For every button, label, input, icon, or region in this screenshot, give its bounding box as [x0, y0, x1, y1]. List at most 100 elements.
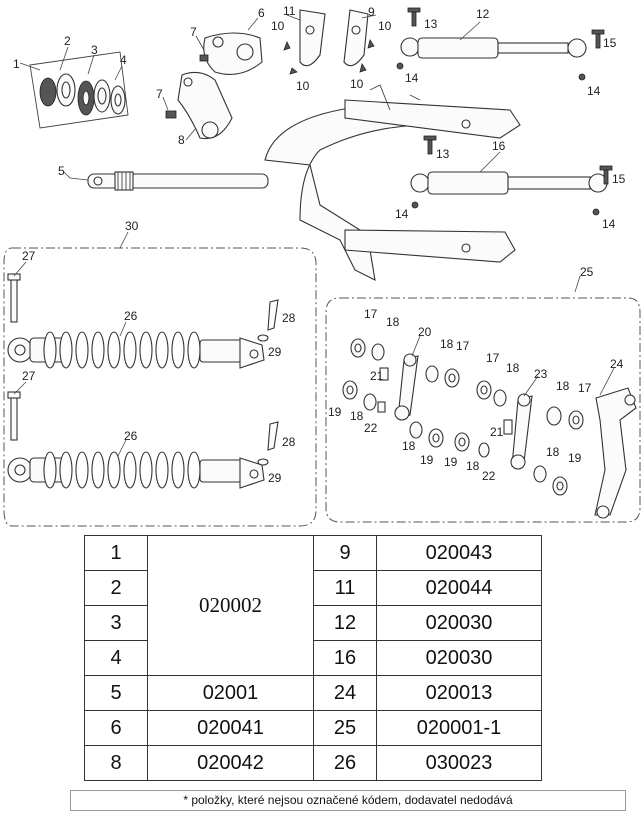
steering-stem — [87, 171, 269, 191]
callout: 13 — [436, 147, 450, 161]
kit-30-hardware — [7, 273, 279, 466]
callout: 10 — [378, 19, 392, 33]
callout: 20 — [418, 325, 432, 339]
middle-shock — [410, 171, 608, 216]
callout: 29 — [268, 345, 282, 359]
callout: 14 — [587, 84, 601, 98]
callout: 28 — [282, 435, 296, 449]
callout: 28 — [282, 311, 296, 325]
callout: 5 — [58, 164, 65, 178]
callout: 15 — [612, 172, 626, 186]
top-shock — [396, 37, 587, 81]
callout: 10 — [350, 77, 364, 91]
small-plates — [299, 9, 369, 67]
callout: 18 — [440, 337, 454, 351]
callout: 19 — [328, 405, 342, 419]
part-number: 5 — [84, 675, 148, 711]
rear-shock-lower — [7, 451, 265, 489]
callout: 17 — [578, 381, 592, 395]
fork — [264, 84, 521, 281]
callout: 22 — [364, 421, 378, 435]
callout: 14 — [405, 71, 419, 85]
part-code: 020030 — [376, 640, 542, 676]
part-code: 020002 — [147, 535, 314, 676]
callout: 17 — [486, 351, 500, 365]
callout: 3 — [91, 43, 98, 57]
diagram-svg: 1 2 3 4 5 6 7 7 8 9 10 10 10 10 11 12 13… — [3, 4, 641, 527]
callout: 18 — [350, 409, 364, 423]
callout: 13 — [424, 17, 438, 31]
rear-shock-upper — [7, 331, 265, 369]
callout: 14 — [395, 207, 409, 221]
callout: 16 — [492, 139, 506, 153]
callout: 17 — [456, 339, 470, 353]
footnote: * položky, které nejsou označené kódem, … — [70, 790, 626, 811]
callout: 27 — [22, 249, 36, 263]
part-code: 020044 — [376, 570, 542, 606]
callout: 11 — [283, 4, 296, 18]
part-number: 11 — [313, 570, 377, 606]
part-number: 8 — [84, 745, 148, 781]
callout: 24 — [610, 357, 624, 371]
callout: 25 — [580, 265, 594, 279]
bearing-set — [29, 51, 129, 129]
leader-lines — [13, 14, 615, 457]
callout: 15 — [603, 36, 617, 50]
table-row: 5 02001 24 020013 — [84, 675, 542, 711]
part-code: 020043 — [376, 535, 542, 571]
callout: 26 — [124, 429, 138, 443]
part-code: 020030 — [376, 605, 542, 641]
part-number: 3 — [84, 605, 148, 641]
callout: 18 — [546, 445, 560, 459]
part-code: 020001-1 — [376, 710, 542, 746]
kit-30-frame — [3, 247, 317, 527]
table-row: 6 020041 25 020001-1 — [84, 710, 542, 746]
callout: 29 — [268, 471, 282, 485]
fork-brackets — [165, 32, 263, 140]
callout: 18 — [402, 439, 416, 453]
callout: 10 — [271, 19, 285, 33]
part-number: 9 — [313, 535, 377, 571]
part-number: 2 — [84, 570, 148, 606]
part-code: 030023 — [376, 745, 542, 781]
callout: 4 — [120, 53, 127, 67]
part-code: 02001 — [147, 675, 314, 711]
callout: 18 — [386, 315, 400, 329]
callout: 2 — [64, 34, 71, 48]
part-number: 25 — [313, 710, 377, 746]
table-row: 3 12 020030 — [84, 605, 542, 641]
callout: 14 — [602, 217, 616, 231]
kit-25-frame — [325, 297, 641, 523]
callout: 9 — [368, 5, 375, 19]
part-number: 1 — [84, 535, 148, 571]
callout: 18 — [556, 379, 570, 393]
callout: 18 — [506, 361, 520, 375]
part-number: 6 — [84, 710, 148, 746]
table-row: 8 020042 26 030023 — [84, 745, 542, 781]
callout: 17 — [364, 307, 378, 321]
parts-code-table: 1 020002 9 020043 2 11 020044 3 12 02003… — [84, 535, 542, 781]
callout: 26 — [124, 309, 138, 323]
part-number: 16 — [313, 640, 377, 676]
callout: 10 — [296, 79, 310, 93]
callout: 30 — [125, 219, 139, 233]
callout: 18 — [466, 459, 480, 473]
callout: 23 — [534, 367, 548, 381]
part-number: 24 — [313, 675, 377, 711]
callout: 22 — [482, 469, 496, 483]
table-row: 4 16 020030 — [84, 640, 542, 676]
callout: 21 — [370, 369, 384, 383]
callout: 12 — [476, 7, 490, 21]
callout-numbers: 1 2 3 4 5 6 7 7 8 9 10 10 10 10 11 12 13… — [13, 4, 626, 485]
part-number: 4 — [84, 640, 148, 676]
callout: 1 — [13, 57, 20, 71]
kit-25-parts — [342, 338, 637, 519]
part-code: 020042 — [147, 745, 314, 781]
part-code: 020013 — [376, 675, 542, 711]
callout: 27 — [22, 369, 36, 383]
callout: 19 — [568, 451, 582, 465]
callout: 7 — [156, 87, 163, 101]
part-code: 020041 — [147, 710, 314, 746]
callout: 6 — [258, 6, 265, 20]
callout: 7 — [190, 25, 197, 39]
